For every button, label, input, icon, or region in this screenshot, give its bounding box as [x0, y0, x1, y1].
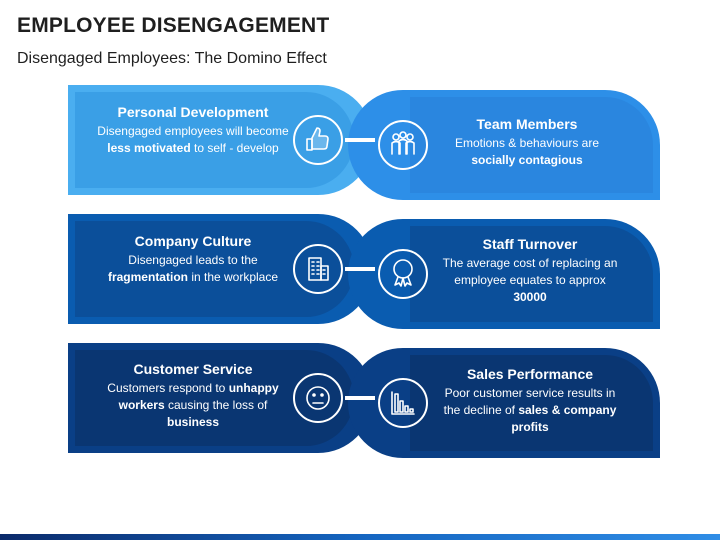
icon-ring — [378, 249, 428, 299]
card-sales-performance: Sales Performance Poor customer service … — [437, 366, 623, 436]
card-personal-development-shape — [68, 85, 373, 195]
card-description: Disengaged leads to the fragmentation in… — [108, 253, 278, 284]
card-staff-turnover-shape — [348, 219, 660, 329]
icon-ring — [293, 244, 343, 294]
card-company-culture-shape — [68, 214, 373, 324]
neutral-face-icon — [306, 386, 330, 410]
footer-accent-bar — [0, 534, 720, 540]
description-text: Disengaged employees will become — [97, 124, 289, 138]
icon-ring — [293, 373, 343, 423]
emphasis-text: less motivated — [107, 141, 191, 155]
card-description: Disengaged employees will become less mo… — [97, 124, 288, 155]
card-title: Personal Development — [117, 104, 269, 120]
icon-ring — [378, 120, 428, 170]
thumbs-up-icon — [306, 127, 329, 151]
card-customer-service: Customer Service Customers respond to un… — [94, 361, 292, 431]
building-icon — [308, 257, 329, 281]
page-title: EMPLOYEE DISENGAGEMENT — [17, 14, 330, 37]
description-text: Disengaged leads to the — [128, 253, 258, 267]
dollar-badge-icon — [393, 259, 413, 287]
card-customer-service-shape — [68, 343, 373, 453]
card-description: Customers respond to unhappy workers cau… — [107, 381, 278, 429]
card-sales-performance-shape — [348, 348, 660, 458]
connector-line — [345, 267, 375, 271]
emphasis-text: 30000 — [513, 290, 547, 304]
emphasis-text: unhappy workers — [118, 381, 279, 412]
connector-line — [345, 138, 375, 142]
description-text: The average cost of replacing an employe… — [442, 256, 618, 287]
description-text: to self - develop — [190, 141, 279, 155]
card-description: Emotions & behaviours are socially conta… — [455, 136, 599, 167]
card-staff-turnover: Staff Turnover The average cost of repla… — [437, 236, 623, 306]
emphasis-text: socially contagious — [471, 153, 583, 167]
people-icon — [391, 131, 415, 155]
card-company-culture: Company Culture Disengaged leads to the … — [94, 233, 292, 286]
card-title: Customer Service — [133, 361, 253, 377]
emphasis-text: fragmentation — [107, 270, 188, 284]
card-description: Poor customer service results in the dec… — [444, 386, 617, 434]
card-team-members-shape — [348, 90, 660, 200]
card-title: Sales Performance — [466, 366, 594, 382]
description-text: Emotions & behaviours are — [454, 136, 600, 150]
page-subtitle: Disengaged Employees: The Domino Effect — [17, 50, 327, 67]
card-team-members: Team Members Emotions & behaviours are s… — [437, 116, 617, 169]
declining-bar-chart-icon — [391, 391, 415, 415]
description-text: Customers respond to — [107, 381, 229, 395]
connector-line — [345, 396, 375, 400]
description-text: in the workplace — [187, 270, 279, 284]
description-text: causing the loss of — [164, 398, 268, 412]
icon-ring — [378, 378, 428, 428]
emphasis-text: sales & company profits — [511, 403, 617, 434]
emphasis-text: business — [166, 415, 220, 429]
description-text: Poor customer service results in the dec… — [443, 386, 616, 417]
card-title: Team Members — [476, 116, 578, 132]
card-description: The average cost of replacing an employe… — [443, 256, 618, 304]
card-title: Staff Turnover — [482, 236, 578, 252]
card-title: Company Culture — [134, 233, 252, 249]
card-personal-development: Personal Development Disengaged employee… — [94, 104, 292, 157]
icon-ring — [293, 115, 343, 165]
